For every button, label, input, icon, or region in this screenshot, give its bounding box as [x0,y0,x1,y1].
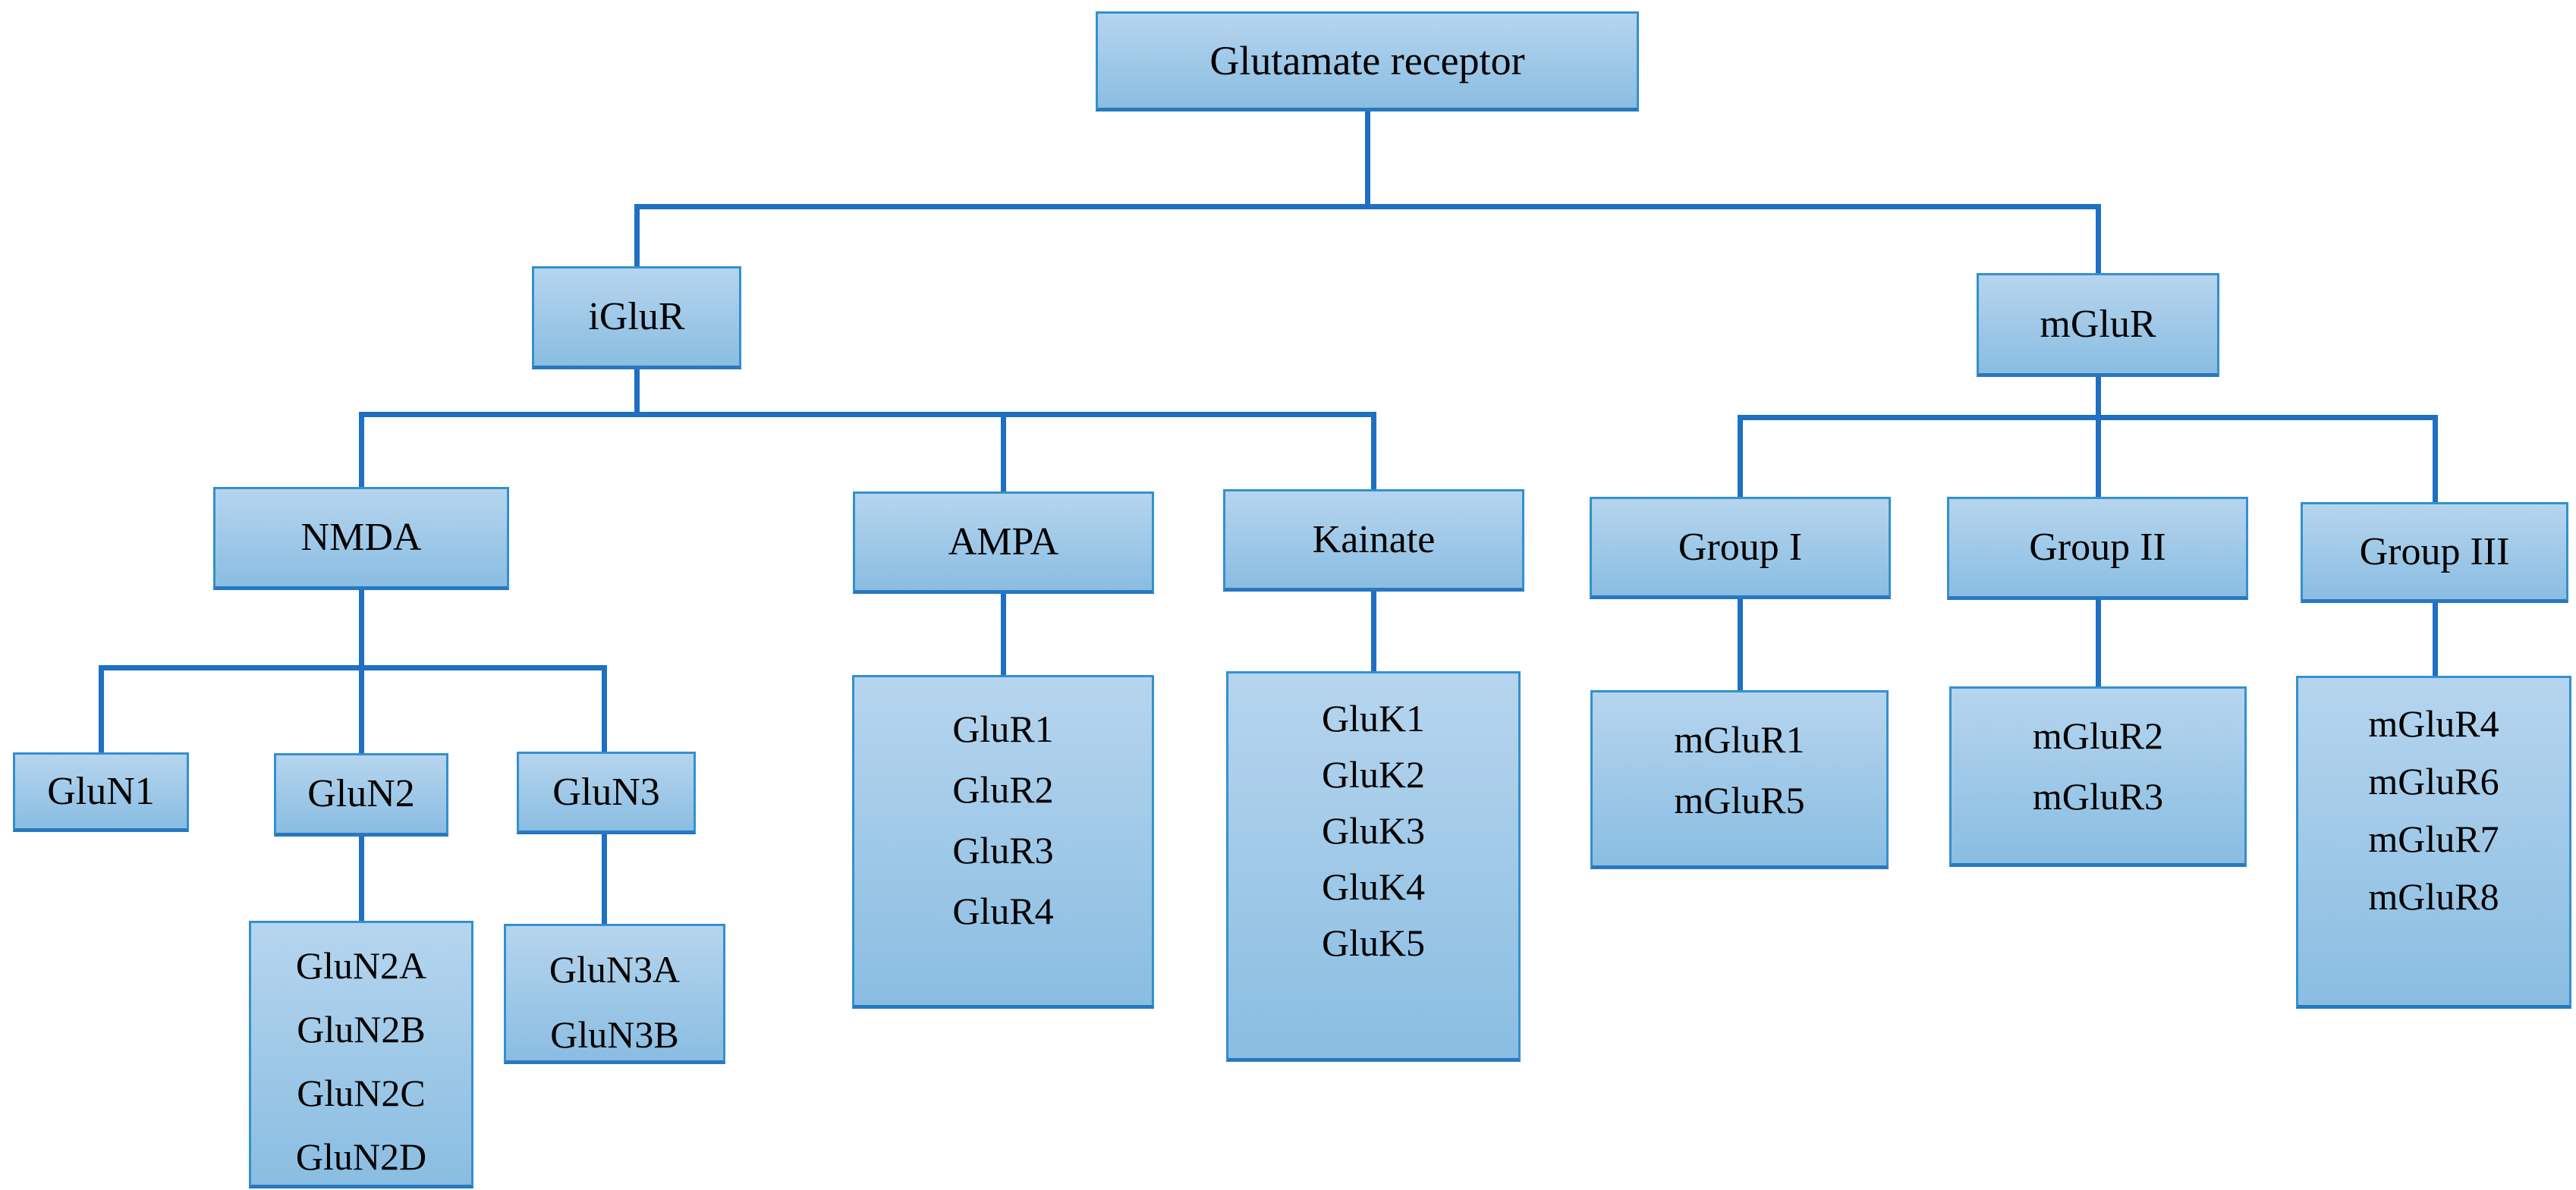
subunit-label: GluN2C [297,1072,426,1114]
node-group-iii-subunits: mGluR4 mGluR6 mGluR7 mGluR8 [2296,676,2571,1009]
node-label: iGluR [588,295,685,338]
connector-glun1-drop [99,665,104,752]
node-glun2: GluN2 [274,753,448,837]
node-label: GluN2 [307,772,415,815]
node-group-ii-subunits: mGluR2 mGluR3 [1949,686,2247,867]
node-group-iii: Group III [2301,502,2568,603]
node-kainate-subunits: GluK1 GluK2 GluK3 GluK4 GluK5 [1226,671,1521,1062]
subunit-label: mGluR7 [2368,818,2499,860]
connector-mglur-out [2096,377,2101,497]
node-label: GluN3 [552,770,660,814]
node-label: mGluR [2040,302,2156,346]
connector-ampa-drop [1001,412,1006,491]
subunit-label: GluN2D [295,1135,427,1178]
subunit-label: GluK1 [1321,697,1426,739]
subunit-label: GluK4 [1321,865,1426,908]
connector-group1-drop [1738,415,1743,497]
node-label: Kainate [1312,517,1436,561]
subunit-label: GluR3 [952,829,1054,871]
subunit-label: mGluR8 [2368,875,2499,918]
connector-iglur-out [634,369,640,415]
subunit-label: GluN3A [549,948,681,991]
node-group-i-subunits: mGluR1 mGluR5 [1590,690,1889,869]
connector-group3-drop [2433,415,2438,502]
subunit-label: GluR2 [952,768,1054,811]
node-iglur: iGluR [532,266,741,369]
node-label: AMPA [948,520,1059,564]
subunit-label: mGluR5 [1674,779,1805,821]
node-ampa: AMPA [853,491,1154,594]
connector-group3-out [2433,603,2438,676]
subunit-label: GluK5 [1321,922,1426,964]
connector-glun2-out [359,837,364,921]
node-label: GluN1 [47,769,155,813]
subunit-label: GluR1 [952,708,1054,750]
node-group-ii: Group II [1947,497,2248,600]
connector-iglur-rail [359,412,1376,417]
node-nmda: NMDA [213,487,509,590]
connector-ampa-out [1001,594,1006,675]
node-glutamate-receptor: Glutamate receptor [1096,11,1639,111]
connector-glun3-drop [602,665,607,752]
connector-mglur-drop [2096,204,2101,273]
subunit-label: mGluR3 [2032,775,2164,818]
connector-root-drop [1365,111,1370,206]
node-group-i: Group I [1590,497,1891,599]
connector-level1-rail [634,204,2100,209]
connector-nmda-out [359,590,364,753]
connector-nmda-drop [359,412,364,487]
subunit-label: GluN3B [550,1013,679,1056]
connector-group2-out [2096,600,2101,686]
node-mglur: mGluR [1977,273,2219,377]
connector-group1-out [1738,599,1743,690]
connector-glun3-out [602,834,607,924]
subunit-label: GluN2B [297,1008,426,1050]
node-glun2-subunits: GluN2A GluN2B GluN2C GluN2D [249,921,473,1188]
node-glun3: GluN3 [517,752,696,834]
subunit-label: mGluR2 [2032,714,2164,757]
node-glun1: GluN1 [13,752,189,832]
connector-kainate-out [1371,592,1376,671]
connector-nmda-rail [99,665,607,670]
node-label: Glutamate receptor [1209,38,1525,83]
node-label: NMDA [300,516,422,559]
subunit-label: GluN2A [295,944,427,987]
connector-mglur-rail [1738,415,2438,420]
connector-iglur-drop [634,204,640,266]
subunit-label: GluK3 [1321,809,1426,852]
node-label: Group II [2029,526,2166,569]
node-kainate: Kainate [1223,489,1524,592]
node-glun3-subunits: GluN3A GluN3B [504,924,725,1064]
subunit-label: mGluR6 [2368,760,2499,802]
node-ampa-subunits: GluR1 GluR2 GluR3 GluR4 [852,675,1154,1009]
subunit-label: GluK2 [1321,753,1426,796]
node-label: Group III [2359,529,2510,573]
subunit-label: mGluR1 [1674,718,1805,761]
subunit-label: mGluR4 [2368,702,2499,745]
connector-kainate-drop [1371,412,1376,489]
subunit-label: GluR4 [952,890,1054,932]
node-label: Group I [1678,525,1803,569]
